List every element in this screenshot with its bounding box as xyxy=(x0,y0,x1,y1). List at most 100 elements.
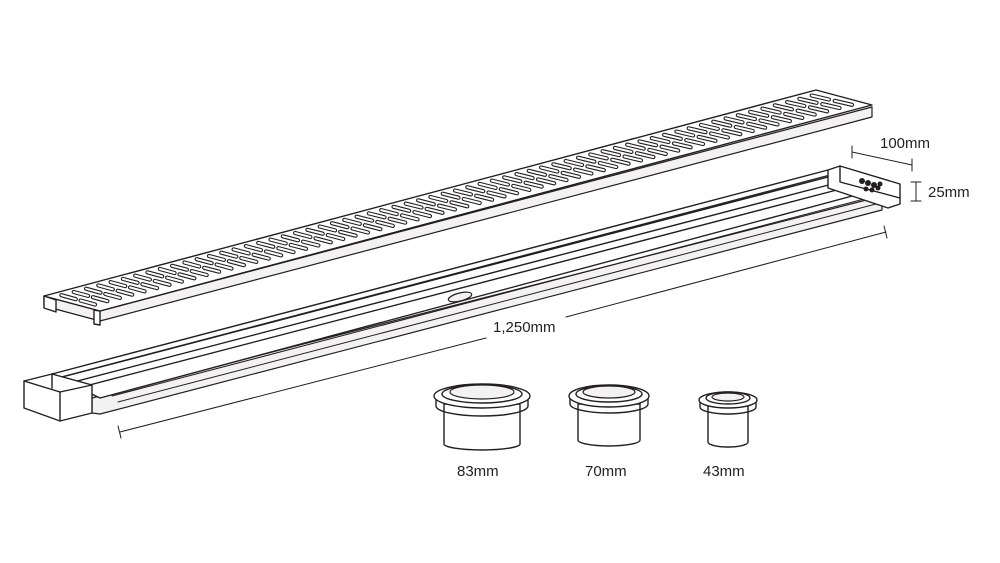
grate-slot-opening xyxy=(675,130,695,137)
length-dimension-line-right xyxy=(565,231,887,318)
grate-slot-opening xyxy=(598,162,618,168)
grate-slot-opening xyxy=(343,218,361,225)
outlet-83mm-collar xyxy=(435,399,529,417)
grate-slot-opening xyxy=(796,109,816,116)
channel-inner-rail-1 xyxy=(65,181,841,385)
end-cap-screws xyxy=(859,178,883,193)
grate-slot-opening xyxy=(734,126,754,132)
grate-slot-opening xyxy=(277,247,295,254)
length-dimension-tick-right xyxy=(883,225,888,239)
grate-slot-opening xyxy=(240,257,258,263)
length-dimension-line-left xyxy=(119,337,487,433)
grate-slot-opening xyxy=(129,286,146,293)
grate-slot-opening xyxy=(611,158,630,165)
grate-slot-opening xyxy=(552,163,571,170)
outlet-43mm-collar xyxy=(699,402,757,415)
grate-slot-opening xyxy=(302,240,320,247)
grate-slot-opening xyxy=(589,153,608,160)
grate-slot-opening xyxy=(673,142,692,149)
grate xyxy=(43,89,873,326)
grate-slot-opening xyxy=(809,106,829,113)
grate-slot-opening xyxy=(232,248,250,255)
grate-slot-opening xyxy=(650,137,670,143)
grate-slot-opening xyxy=(540,166,559,173)
grate-slot-opening xyxy=(60,294,77,301)
grate-slot-opening xyxy=(821,103,841,109)
grate-slot-opening xyxy=(257,241,275,248)
outlet-70mm xyxy=(568,384,650,447)
grate-slot-opening xyxy=(79,299,96,306)
outlet-70mm-opening xyxy=(582,385,636,399)
grate-slot-opening xyxy=(648,148,667,155)
grate-slot-opening xyxy=(487,191,506,198)
grate-slot-opening xyxy=(626,143,645,150)
grate-slot-opening xyxy=(171,264,188,271)
grate-slot-opening xyxy=(85,287,102,294)
grate-slot-opening xyxy=(104,293,121,299)
grate-slot-opening xyxy=(367,212,386,219)
grate-slot-opening xyxy=(623,155,642,162)
grate-slot-opening xyxy=(97,284,114,291)
grate-slot-opening xyxy=(429,196,448,202)
grate-slot-opening xyxy=(490,179,509,186)
grate-slot-opening xyxy=(388,217,407,224)
grate-slot-opening xyxy=(810,94,830,101)
grate-slot-opening xyxy=(318,225,337,232)
grate-slot-opening xyxy=(450,201,469,208)
width-label: 100mm xyxy=(880,135,930,152)
grate-slot-opening xyxy=(351,227,369,234)
grate-slot-opening xyxy=(363,224,382,231)
grate-slot-opening xyxy=(660,145,680,152)
grate-slot-opening xyxy=(549,175,568,182)
grate-slot-opening xyxy=(265,250,283,257)
grate-slot-opening xyxy=(833,99,853,106)
grate-slot-opening xyxy=(401,214,419,221)
grate-slot-opening xyxy=(527,169,546,176)
grate-slot-opening xyxy=(564,160,583,166)
grate-slot-opening xyxy=(294,232,312,238)
channel-inner-rail-4 xyxy=(117,203,877,403)
grate-slot-opening xyxy=(380,209,398,216)
grate-slot-opening xyxy=(761,107,781,114)
grate-slot-opening xyxy=(244,245,262,252)
grate-slot-opening xyxy=(331,222,349,229)
length-dimension-tick-left xyxy=(117,425,122,439)
grate-slot-opening xyxy=(798,97,818,104)
grate-slots xyxy=(59,93,855,307)
channel-inner-rail-2 xyxy=(77,185,853,389)
grate-slot-opening xyxy=(736,114,756,121)
grate-slot-opening xyxy=(208,255,225,261)
grate-slot-opening xyxy=(700,124,719,130)
grate-slot-opening xyxy=(91,296,109,303)
grate-slot-opening xyxy=(281,235,299,242)
grate-slot-opening xyxy=(601,150,620,157)
grate-slot-opening xyxy=(289,243,307,250)
grate-slot-opening xyxy=(392,205,411,212)
grate-slot-opening xyxy=(710,132,729,139)
grate-slot-opening xyxy=(574,168,593,175)
grate-slot-opening xyxy=(326,234,345,240)
grate-slot-opening xyxy=(687,127,707,134)
grate-top xyxy=(43,89,873,312)
width-dimension-line xyxy=(851,151,913,166)
grate-slot-opening xyxy=(724,117,744,124)
grate-slot-opening xyxy=(203,266,221,273)
grate-slot-opening xyxy=(195,258,213,265)
outlet-70mm-label: 70mm xyxy=(585,463,627,480)
grate-slot-opening xyxy=(515,173,534,180)
grate-slot-opening xyxy=(697,135,717,142)
grate-slot-opening xyxy=(577,156,596,163)
grate-slot-opening xyxy=(339,230,357,237)
grate-slot-opening xyxy=(722,129,742,136)
grate-slot-opening xyxy=(153,279,171,286)
grate-slot-opening xyxy=(466,186,485,193)
grate-slot-opening xyxy=(146,271,164,278)
outlet-70mm-body xyxy=(577,403,641,447)
grate-slot-opening xyxy=(613,146,633,153)
outlet-83mm-opening xyxy=(449,384,515,400)
grate-slot-opening xyxy=(475,194,494,201)
grate-slot-opening xyxy=(478,182,497,189)
grate-slot-opening xyxy=(773,104,793,111)
grate-slot-opening xyxy=(771,116,791,123)
